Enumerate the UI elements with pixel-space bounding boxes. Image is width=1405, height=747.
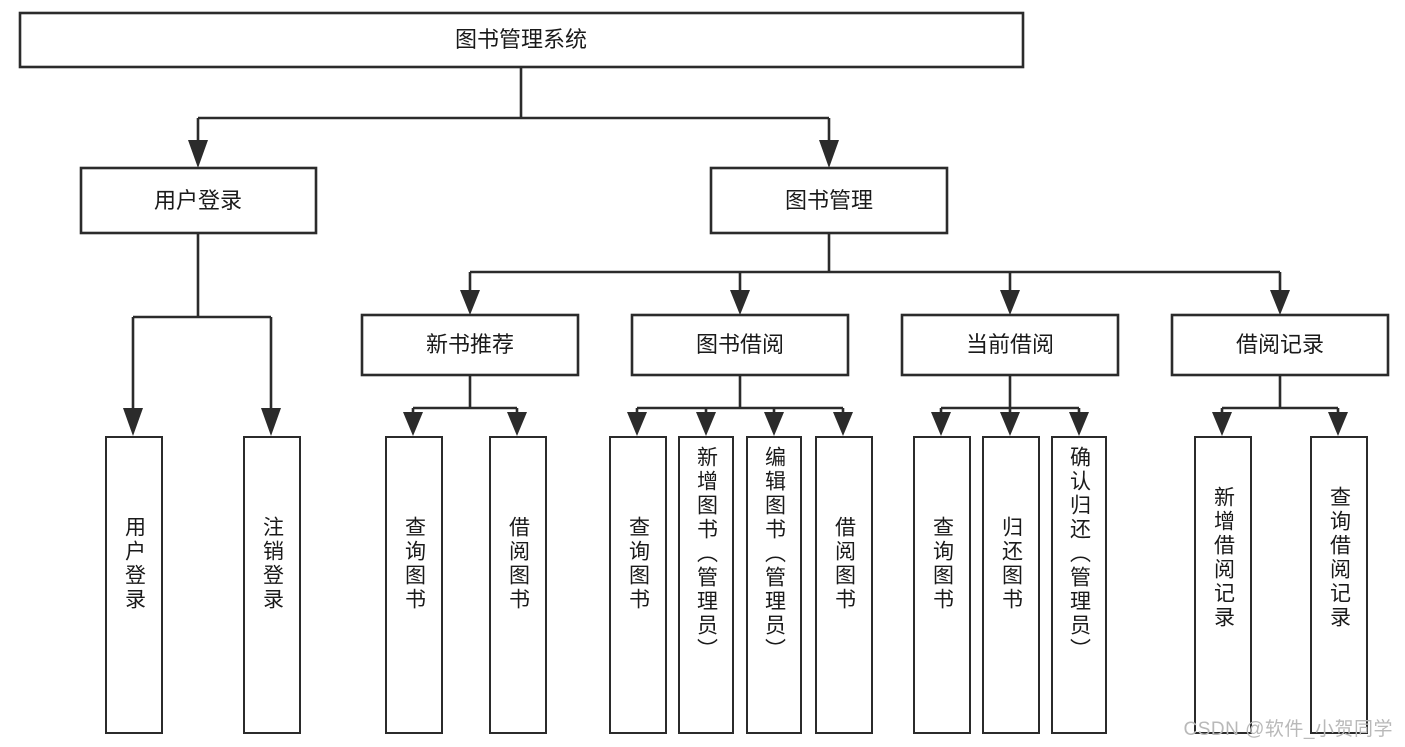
leaf-user-login[interactable]: 用户登录	[105, 436, 163, 734]
arrowhead-book-mgmt	[819, 140, 839, 168]
arrowhead-leaf-query-book-3	[931, 412, 951, 436]
arrowhead-leaf-borrow-book-1	[507, 412, 527, 436]
leaf-query-borrow-record-label: 查询借阅记录	[1327, 486, 1351, 630]
node-root[interactable]: 图书管理系统	[18, 11, 1025, 69]
node-current-borrowing[interactable]: 当前借阅	[900, 313, 1120, 377]
leaf-query-book-borrow[interactable]: 查询图书	[609, 436, 667, 734]
leaf-user-login-label: 用户登录	[122, 516, 146, 612]
arrowhead-leaf-add-book	[696, 412, 716, 436]
arrowhead-current-borrow	[1000, 290, 1020, 315]
leaf-add-book-admin[interactable]: 新增图书（管理员）	[678, 436, 734, 734]
arrowhead-leaf-add-record	[1212, 412, 1232, 436]
leaf-logout-label: 注销登录	[260, 516, 284, 612]
leaf-confirm-return-admin-label: 确认归还（管理员）	[1067, 446, 1091, 662]
node-book-management[interactable]: 图书管理	[709, 166, 949, 235]
leaf-edit-book-admin[interactable]: 编辑图书（管理员）	[746, 436, 802, 734]
node-current-borrowing-label: 当前借阅	[966, 332, 1054, 357]
arrowhead-new-book-rec	[460, 290, 480, 315]
arrowhead-leaf-query-record	[1328, 412, 1348, 436]
node-borrowing-record-label: 借阅记录	[1236, 332, 1324, 357]
arrowhead-book-borrow	[730, 290, 750, 315]
arrowhead-leaf-return-book	[1000, 412, 1020, 436]
leaf-logout[interactable]: 注销登录	[243, 436, 301, 734]
leaf-query-book-newbook[interactable]: 查询图书	[385, 436, 443, 734]
arrowhead-leaf-edit-book	[764, 412, 784, 436]
leaf-query-book-newbook-label: 查询图书	[402, 516, 426, 612]
node-new-book-recommendation-box[interactable]	[360, 313, 580, 377]
leaf-return-book-label: 归还图书	[999, 516, 1023, 612]
arrowhead-leaf-query-book-2	[627, 412, 647, 436]
leaf-borrow-book-borrow[interactable]: 借阅图书	[815, 436, 873, 734]
node-book-borrowing[interactable]: 图书借阅	[630, 313, 850, 377]
node-book-borrowing-box[interactable]	[630, 313, 850, 377]
leaf-return-book[interactable]: 归还图书	[982, 436, 1040, 734]
node-root-label: 图书管理系统	[455, 27, 587, 52]
leaf-confirm-return-admin[interactable]: 确认归还（管理员）	[1051, 436, 1107, 734]
node-borrowing-record[interactable]: 借阅记录	[1170, 313, 1390, 377]
arrowhead-user-login	[188, 140, 208, 168]
node-book-borrowing-label: 图书借阅	[696, 332, 784, 357]
leaf-borrow-book-newbook[interactable]: 借阅图书	[489, 436, 547, 734]
node-new-book-recommendation[interactable]: 新书推荐	[360, 313, 580, 377]
csdn-watermark: CSDN @软件_小贺同学	[1183, 719, 1393, 740]
leaf-edit-book-admin-label: 编辑图书（管理员）	[762, 446, 786, 662]
leaf-query-book-current-label: 查询图书	[930, 516, 954, 612]
arrowhead-borrow-record	[1270, 290, 1290, 315]
leaf-borrow-book-borrow-label: 借阅图书	[832, 516, 856, 612]
arrowhead-leaf-logout	[261, 408, 281, 436]
node-user-login-label: 用户登录	[154, 188, 242, 213]
node-current-borrowing-box[interactable]	[900, 313, 1120, 377]
leaf-query-book-current[interactable]: 查询图书	[913, 436, 971, 734]
node-root-box[interactable]	[18, 11, 1025, 69]
arrowhead-leaf-confirm-return	[1069, 412, 1089, 436]
leaf-add-book-admin-label: 新增图书（管理员）	[694, 446, 718, 662]
arrowhead-leaf-user-login	[123, 408, 143, 436]
node-user-login[interactable]: 用户登录	[79, 166, 318, 235]
arrowhead-leaf-query-book-1	[403, 412, 423, 436]
arrowhead-leaf-borrow-book-2	[833, 412, 853, 436]
node-new-book-recommendation-label: 新书推荐	[426, 332, 514, 357]
leaf-add-borrow-record-label: 新增借阅记录	[1211, 486, 1235, 630]
leaf-add-borrow-record[interactable]: 新增借阅记录	[1194, 436, 1252, 734]
node-book-management-label: 图书管理	[785, 188, 873, 213]
leaf-query-book-borrow-label: 查询图书	[626, 516, 650, 612]
leaf-borrow-book-newbook-label: 借阅图书	[506, 516, 530, 612]
leaf-query-borrow-record[interactable]: 查询借阅记录	[1310, 436, 1368, 734]
